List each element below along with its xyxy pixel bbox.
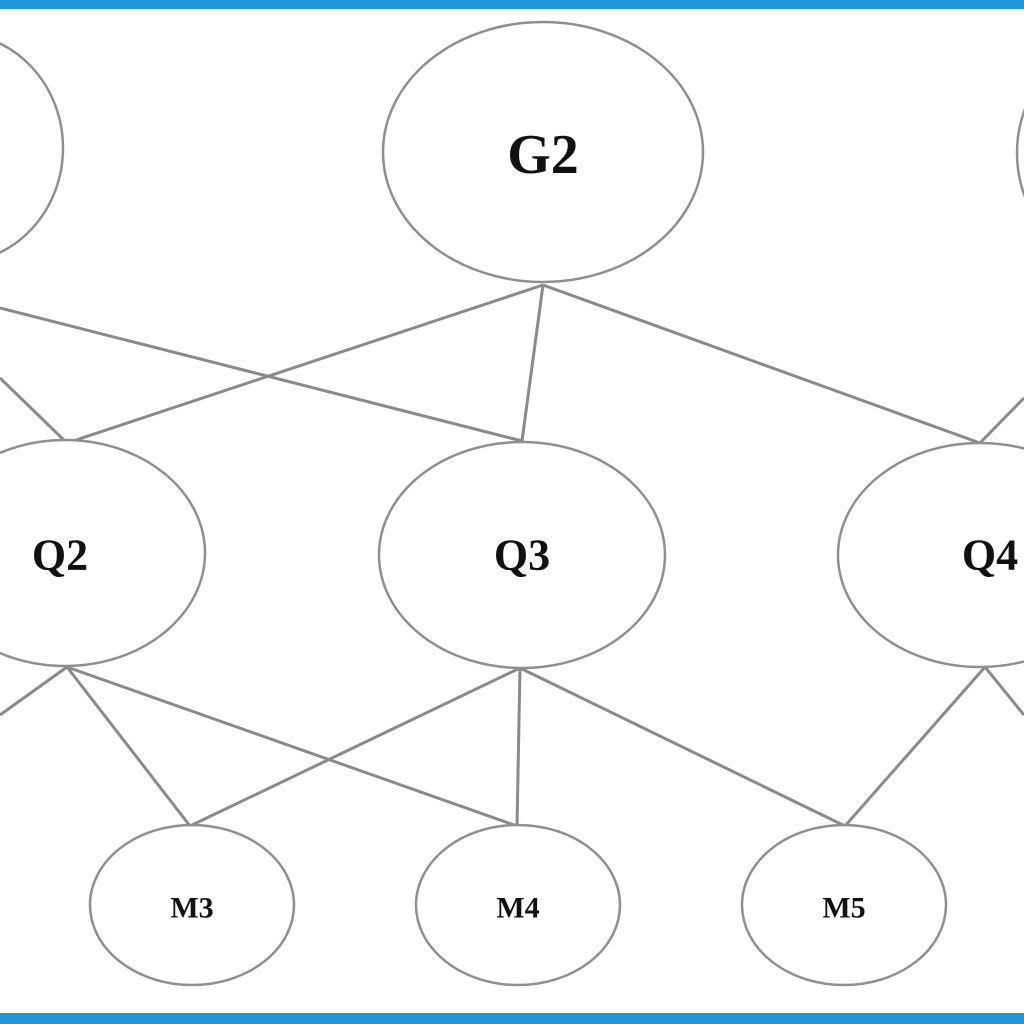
edge-q3-m5 xyxy=(519,666,846,828)
node-m5-label: M5 xyxy=(822,892,865,925)
node-q4 xyxy=(836,441,1024,669)
edge-q2-m3 xyxy=(65,666,192,827)
node-g2-label: G2 xyxy=(507,124,579,186)
edges xyxy=(0,283,1024,828)
edge-g2-q2 xyxy=(66,283,544,445)
node-m4 xyxy=(414,823,622,987)
nodes: G2 Q2 Q3 Q4 M3 M4 M5 xyxy=(0,20,1024,987)
bottom-border xyxy=(0,1013,1024,1024)
edge-q4-m5 xyxy=(843,666,987,827)
node-m5 xyxy=(740,823,948,987)
edge-g2-q3 xyxy=(520,284,545,442)
top-border xyxy=(0,0,1024,9)
edge-q2-offscreen xyxy=(0,665,68,717)
edge-g2-q4 xyxy=(542,283,981,445)
node-offscreen-left xyxy=(0,42,65,254)
edge-offscreen-q4 xyxy=(978,396,1024,445)
node-m3-label: M3 xyxy=(170,892,213,925)
edge-offscreen-q2 xyxy=(0,376,69,445)
node-q4-label: Q4 xyxy=(962,531,1018,580)
edge-offscreen-q3 xyxy=(0,306,523,443)
node-offscreen-right xyxy=(1015,108,1024,198)
node-q3-label: Q3 xyxy=(494,531,550,580)
node-m3 xyxy=(88,823,296,987)
node-g2 xyxy=(381,20,705,284)
edge-q3-m4 xyxy=(515,667,522,827)
edge-q3-m3 xyxy=(189,666,521,828)
node-q2 xyxy=(0,438,207,668)
node-m4-label: M4 xyxy=(496,892,539,925)
edge-q2-m4 xyxy=(66,665,518,828)
node-q3 xyxy=(377,440,667,670)
edge-q4-offscreen xyxy=(983,666,1024,716)
node-q2-label: Q2 xyxy=(32,531,88,580)
